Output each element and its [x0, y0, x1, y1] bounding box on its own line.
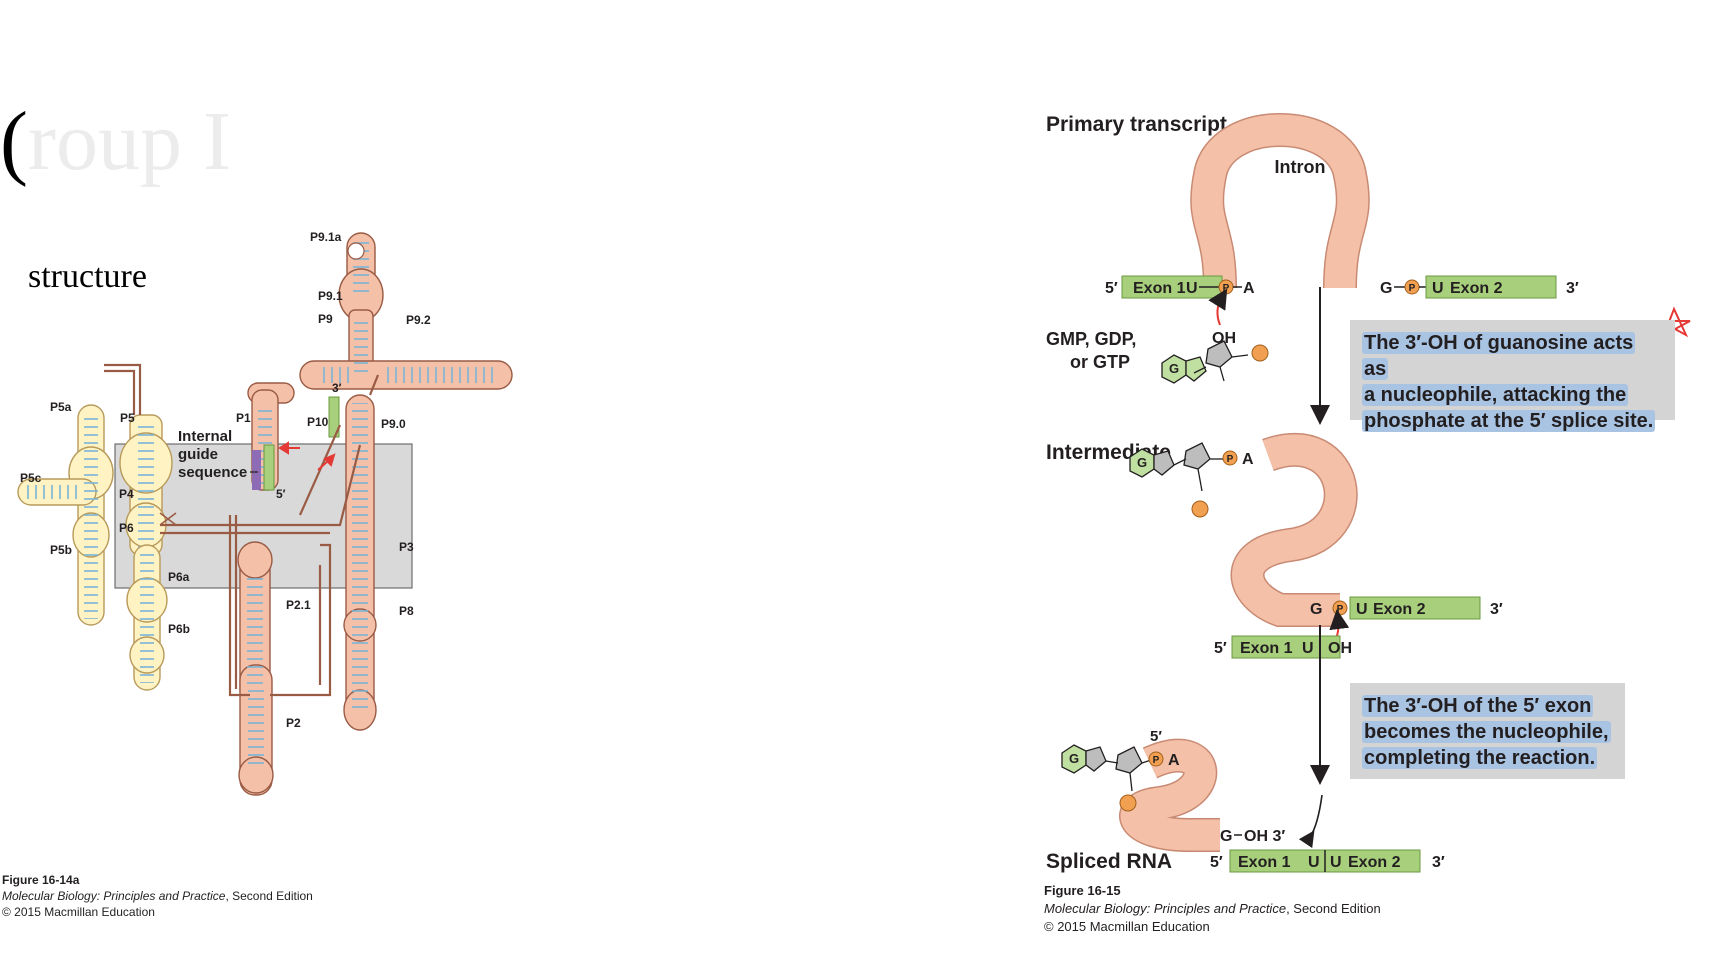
label-p9-1: P9.1: [318, 289, 343, 303]
label-p5b: P5b: [50, 543, 72, 557]
svg-text:P: P: [1227, 454, 1234, 465]
label-three-prime-strand: 3′: [332, 381, 342, 395]
svg-text:P: P: [1223, 283, 1230, 294]
svg-text:P: P: [1337, 604, 1344, 615]
left-figure-caption: Figure 16-14a Molecular Biology: Princip…: [2, 873, 313, 919]
label-p9-2: P9.2: [406, 313, 431, 327]
svg-text:P: P: [1153, 755, 1160, 766]
heading-primary-transcript: Primary transcript: [1046, 113, 1227, 136]
svg-text:G: G: [1169, 361, 1179, 376]
svg-text:3′: 3′: [1490, 601, 1503, 618]
svg-text:U: U: [1186, 280, 1198, 297]
right-figure-caption: Figure 16-15 Molecular Biology: Principl…: [1044, 883, 1381, 934]
guanosine-nucleophile: [1161, 340, 1249, 384]
group-i-intron-structure-diagram: P9.1a P9.1 P9 P9.2 P5a P5 P1 P10 P9.0 3′…: [17, 230, 513, 796]
slide-title: (roup I: [0, 95, 231, 188]
svg-text:OH: OH: [1212, 330, 1236, 347]
svg-text:5′: 5′: [1210, 854, 1223, 871]
svg-text:Exon 1: Exon 1: [1133, 280, 1186, 297]
svg-text:3′: 3′: [1432, 854, 1445, 871]
svg-text:sequence: sequence: [178, 464, 247, 481]
svg-text:U: U: [1330, 854, 1342, 871]
p9-stem: [299, 232, 513, 390]
svg-text:A: A: [1243, 280, 1255, 297]
svg-text:OH: OH: [1328, 640, 1352, 657]
label-p2: P2: [286, 716, 301, 730]
svg-text:U: U: [1302, 640, 1314, 657]
svg-text:Internal: Internal: [178, 428, 232, 445]
label-p1: P1: [236, 411, 251, 425]
label-p6a: P6a: [168, 570, 190, 584]
label-p6b: P6b: [168, 622, 190, 636]
label-p9: P9: [318, 312, 333, 326]
svg-text:A: A: [1168, 752, 1180, 769]
label-p3: P3: [399, 540, 414, 554]
label-p5a: P5a: [50, 400, 72, 414]
label-p5c: P5c: [20, 471, 42, 485]
label-p9-0: P9.0: [381, 417, 406, 431]
label-p9-1a: P9.1a: [310, 230, 342, 244]
self-splicing-mechanism-diagram: Primary transcript Intermediate Spliced …: [1046, 113, 1691, 873]
svg-text:U: U: [1356, 601, 1368, 618]
label-p6: P6: [119, 521, 134, 535]
exon2-box: [1425, 275, 1557, 299]
label-p2-1: P2.1: [286, 598, 311, 612]
svg-text:G: G: [1380, 280, 1392, 297]
callout-step-2: The 3′-OH of the 5′ exon becomes the nuc…: [1350, 683, 1625, 779]
svg-text:A: A: [1242, 451, 1254, 468]
callout-step-1: The 3′-OH of guanosine acts as a nucleop…: [1350, 320, 1675, 432]
svg-text:Exon 1: Exon 1: [1240, 640, 1293, 657]
svg-text:guide: guide: [178, 446, 218, 463]
svg-text:5′: 5′: [1105, 280, 1118, 297]
svg-text:G: G: [1220, 828, 1232, 845]
intron-loop: [1191, 114, 1369, 289]
svg-text:5′: 5′: [1214, 640, 1227, 657]
gmp-label-2: or GTP: [1070, 352, 1130, 372]
structure-label: structure: [28, 258, 147, 295]
svg-text:U: U: [1432, 280, 1444, 297]
label-p5: P5: [120, 411, 135, 425]
svg-text:U: U: [1308, 854, 1320, 871]
label-p4: P4: [119, 487, 134, 501]
svg-text:3′: 3′: [1566, 280, 1579, 297]
svg-text:Exon 1: Exon 1: [1238, 854, 1291, 871]
label-five-prime-strand: 5′: [276, 487, 286, 501]
svg-text:Exon 2: Exon 2: [1348, 854, 1401, 871]
connecting-strands: [104, 363, 380, 697]
svg-text:P: P: [1409, 283, 1416, 294]
gmp-label-1: GMP, GDP,: [1046, 329, 1136, 349]
heading-spliced-rna: Spliced RNA: [1046, 850, 1172, 873]
svg-text:Exon 2: Exon 2: [1373, 601, 1426, 618]
svg-text:Exon 2: Exon 2: [1450, 280, 1503, 297]
svg-text:OH 3′: OH 3′: [1244, 828, 1285, 845]
svg-text:5′: 5′: [1150, 728, 1162, 745]
svg-text:G: G: [1069, 751, 1079, 766]
svg-text:G: G: [1310, 601, 1322, 618]
label-p8: P8: [399, 604, 414, 618]
intron-label: Intron: [1275, 157, 1326, 177]
internal-guide-sequence-label: Internal guide sequence: [178, 428, 247, 481]
label-p10: P10: [307, 415, 329, 429]
svg-text:G: G: [1137, 455, 1147, 470]
